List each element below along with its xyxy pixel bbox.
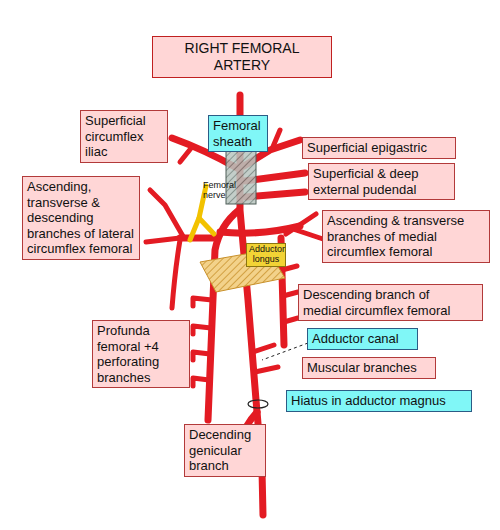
branch-label-box: Descending branch of medial circumflex f… bbox=[298, 284, 483, 321]
structure-label-box: Femoral sheath bbox=[208, 115, 268, 152]
descending-lateral-branch bbox=[172, 240, 180, 308]
perforating-branch bbox=[193, 378, 209, 386]
transverse-lateral-branch bbox=[146, 238, 180, 242]
label-text: Hiatus in adductor magnus bbox=[291, 393, 467, 409]
perforating-branch bbox=[193, 352, 210, 360]
label-text: Muscular branches bbox=[307, 360, 431, 376]
label-text: Superficial & deep external pudendal bbox=[313, 166, 450, 197]
label-text: Profunda femoral +4 perforating branches bbox=[97, 323, 185, 385]
label-text: Ascending, transverse & descending branc… bbox=[27, 179, 135, 257]
structure-label: Femoral nerve bbox=[203, 181, 247, 201]
muscle-label-box: Adductor longus bbox=[246, 243, 286, 267]
label-text: Femoral sheath bbox=[213, 118, 263, 149]
perforating-branch bbox=[193, 326, 211, 334]
femoral-sheath-band bbox=[226, 148, 256, 204]
label-text: Superficial epigastric bbox=[307, 140, 451, 156]
adductor-hiatus-ring bbox=[248, 400, 268, 408]
label-text: Adductor canal bbox=[312, 331, 413, 347]
medial-stub bbox=[283, 292, 298, 296]
branch-label-box: Ascending, transverse & descending branc… bbox=[22, 176, 140, 260]
branch-label-box: Superficial circumflex iliac bbox=[80, 110, 168, 163]
muscular-branch bbox=[255, 367, 278, 372]
branch-label-box: Superficial epigastric bbox=[302, 137, 456, 159]
label-text: Decending genicular branch bbox=[189, 427, 261, 474]
branch-label-box: Decending genicular branch bbox=[184, 424, 266, 477]
femoral-nerve-branch bbox=[199, 218, 214, 234]
iliac-branch-fork bbox=[180, 147, 192, 162]
structure-label-box: Adductor canal bbox=[307, 328, 418, 350]
label-text: Superficial circumflex iliac bbox=[85, 113, 163, 160]
branch-label-box: Profunda femoral +4 perforating branches bbox=[92, 320, 190, 388]
title-box: RIGHT FEMORAL ARTERY bbox=[152, 36, 332, 78]
ascending-lateral-branch bbox=[150, 190, 184, 238]
label-text: Ascending & transverse branches of media… bbox=[327, 213, 485, 260]
label-text: Descending branch of medial circumflex f… bbox=[303, 287, 456, 318]
medial-stub bbox=[284, 318, 298, 322]
structure-label-box: Hiatus in adductor magnus bbox=[286, 390, 472, 412]
perforating-branch bbox=[193, 298, 212, 306]
branch-label-box: Superficial & deep external pudendal bbox=[308, 163, 455, 200]
label-text: Adductor longus bbox=[249, 245, 283, 265]
branch-label-box: Ascending & transverse branches of media… bbox=[322, 210, 490, 263]
muscular-branch bbox=[253, 345, 274, 352]
title-text: RIGHT FEMORAL ARTERY bbox=[157, 40, 327, 74]
branch-label-box: Muscular branches bbox=[302, 357, 436, 379]
epigastric-fork bbox=[272, 130, 280, 149]
